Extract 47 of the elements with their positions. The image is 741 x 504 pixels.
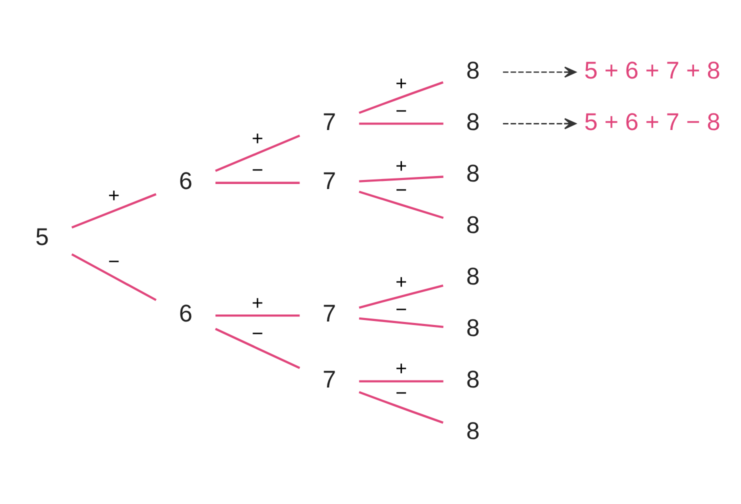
node-text: 8 <box>466 108 480 136</box>
node-text: 7 <box>322 366 336 393</box>
edge-label: + <box>395 271 407 294</box>
node-text: 6 <box>179 300 192 328</box>
node-text: 7 <box>322 168 336 195</box>
connector <box>359 122 444 124</box>
edge-label: + <box>395 72 407 95</box>
connector <box>215 134 300 172</box>
edge-label: − <box>395 100 407 122</box>
node-text: 5 + 6 + 7 − 8 <box>584 108 720 136</box>
edge-label: + <box>252 127 264 150</box>
connector <box>215 314 300 316</box>
node-text: 8 <box>466 262 480 290</box>
connector <box>358 284 444 308</box>
edge-label: − <box>252 159 264 182</box>
arrow <box>502 66 576 78</box>
connector <box>358 390 444 424</box>
connector <box>215 327 300 369</box>
node-text: 7 <box>322 300 336 328</box>
connector <box>359 175 444 182</box>
edge-label: + <box>108 184 120 206</box>
edge-label: − <box>252 322 264 345</box>
connector <box>215 181 300 184</box>
edge-label: − <box>395 298 407 320</box>
connector <box>71 192 156 228</box>
connector <box>358 190 444 218</box>
connector <box>358 80 444 114</box>
connector <box>359 316 444 328</box>
edge-label: + <box>252 292 264 314</box>
edge-label: + <box>395 154 407 177</box>
arrow <box>502 118 576 129</box>
node-text: 5 <box>35 223 49 250</box>
node-text: 8 <box>466 211 480 238</box>
node-text: 8 <box>466 160 480 187</box>
edge-label: + <box>395 358 407 380</box>
connector <box>71 252 157 300</box>
edge-label: − <box>395 382 407 404</box>
connector <box>359 380 444 382</box>
node-text: 8 <box>466 56 480 84</box>
node-text: 8 <box>466 366 480 393</box>
node-text: 5 + 6 + 7 + 8 <box>584 56 720 84</box>
node-text: 8 <box>466 314 480 342</box>
node-text: 6 <box>179 168 192 195</box>
node-text: 7 <box>322 108 336 136</box>
edge-label: − <box>395 178 407 201</box>
edge-label: − <box>108 250 120 272</box>
node-text: 8 <box>466 418 480 445</box>
